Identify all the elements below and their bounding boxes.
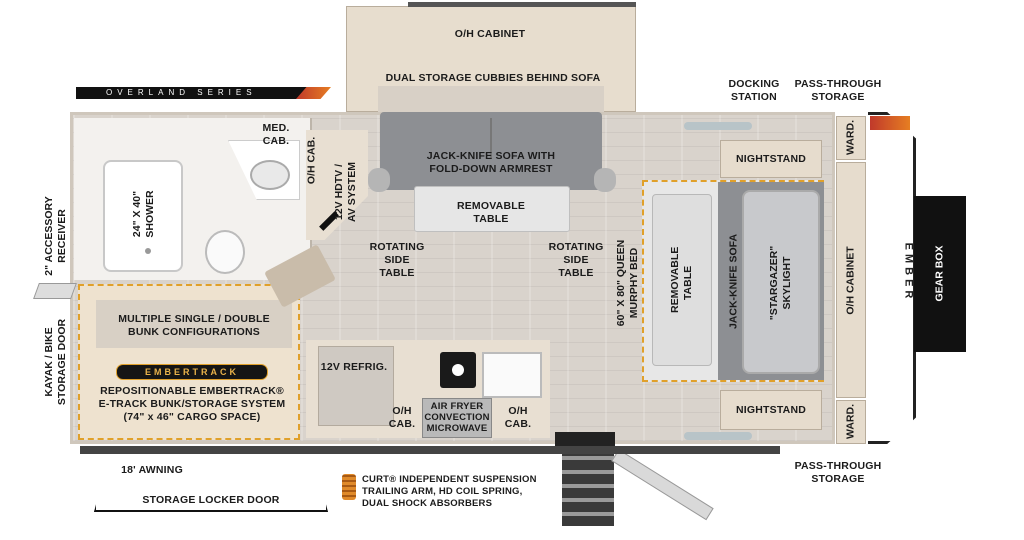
entry-steps [562, 446, 614, 526]
bunk-board [96, 300, 292, 348]
bunk-config-label: MULTIPLE SINGLE / DOUBLE BUNK CONFIGURAT… [118, 313, 270, 338]
slideout-roof-bar [408, 2, 636, 7]
pass-through-bottom-label: PASS-THROUGH STORAGE [794, 460, 882, 485]
murphy-bed-label: 60" X 80" QUEEN MURPHY BED [615, 239, 640, 327]
entry-door-swing [611, 449, 714, 521]
embertrack-logo-text: EMBERTRACK [145, 367, 239, 377]
bath-sink [250, 160, 290, 190]
oh-cab-side-label: O/H CAB. [305, 136, 318, 185]
removable-table-bed [652, 194, 712, 366]
rotating-table-right-label: ROTATING SIDE TABLE [548, 241, 604, 279]
front-cap-stripe [870, 116, 910, 130]
kitchen-sink [482, 352, 542, 398]
window-top [684, 122, 752, 130]
embertrack-badge: EMBERTRACK [116, 364, 268, 380]
removable-table-top [414, 186, 570, 232]
cooktop-burner [452, 364, 464, 376]
kayak-door-label: KAYAK / BIKE STORAGE DOOR [43, 318, 68, 406]
med-cab-label: MED. CAB. [262, 122, 290, 147]
sofa-armrest-left [368, 168, 390, 192]
skylight-label: "STARGAZER" SKYLIGHT [768, 245, 793, 321]
nightstand-top [720, 140, 822, 178]
rotating-table-left-label: ROTATING SIDE TABLE [369, 241, 425, 279]
nightstand-bottom-label: NIGHTSTAND [735, 404, 807, 416]
refrig-label: 12V REFRIG. [320, 361, 388, 373]
embertrack-desc-label: REPOSITIONABLE EMBERTRACK® E-TRACK BUNK/… [98, 385, 286, 423]
oh-cabinet-right-box [836, 162, 866, 398]
suspension-spring-icon [342, 474, 356, 500]
wardrobe-top [836, 116, 866, 160]
storage-locker-label: STORAGE LOCKER DOOR [142, 494, 280, 506]
series-banner: OVERLAND SERIES [76, 87, 321, 99]
gear-box [914, 196, 966, 352]
ward-top-label: WARD. [844, 120, 857, 155]
entry-door-frame [555, 432, 615, 446]
window-bottom [684, 432, 752, 440]
bottom-wall [80, 446, 780, 454]
removable-table-bed-label: REMOVABLE TABLE [669, 246, 694, 313]
shower-drain [145, 248, 151, 254]
nightstand-bottom [720, 390, 822, 430]
wardrobe-bottom [836, 400, 866, 444]
jackknife-sofa-top-label: JACK-KNIFE SOFA WITH FOLD-DOWN ARMREST [426, 150, 556, 175]
pass-through-top-label: PASS-THROUGH STORAGE [794, 78, 882, 103]
skylight [742, 190, 820, 374]
nightstand-top-label: NIGHTSTAND [735, 153, 807, 165]
microwave [422, 398, 492, 438]
dual-storage-label: DUAL STORAGE CUBBIES BEHIND SOFA [385, 72, 601, 84]
shower-pan [103, 160, 183, 272]
ember-logo: EMBER [902, 242, 915, 303]
gear-box-label: GEAR BOX [933, 245, 946, 302]
ward-bottom-label: WARD. [844, 404, 857, 439]
suspension-label: CURT® INDEPENDENT SUSPENSION TRAILING AR… [362, 474, 537, 509]
toilet [205, 230, 245, 274]
oh-cab-left-label: O/H CAB. [388, 405, 416, 430]
hdtv-label: 12V HDTV / AV SYSTEM [333, 162, 358, 222]
sofa-armrest-right [594, 168, 616, 192]
series-banner-text: OVERLAND SERIES [106, 88, 257, 97]
removable-table-top-label: REMOVABLE TABLE [456, 200, 526, 225]
air-fryer-label: AIR FRYER CONVECTION MICROWAVE [424, 401, 490, 434]
storage-locker-door [94, 458, 328, 512]
docking-station-label: DOCKING STATION [728, 78, 780, 103]
series-banner-stripe [296, 87, 331, 99]
awning-label: 18' AWNING [121, 464, 183, 476]
oh-cab-right-label: O/H CAB. [504, 405, 532, 430]
accessory-receiver-label: 2" ACCESSORY RECEIVER [43, 196, 68, 276]
oh-cabinet-top-label: O/H CABINET [454, 28, 526, 40]
refrigerator [318, 346, 394, 426]
oh-cabinet-right-label: O/H CABINET [844, 246, 857, 315]
jackknife-sofa-bed-label: JACK-KNIFE SOFA [727, 233, 740, 330]
sofa-cushion-divider [490, 118, 492, 158]
shower-label: 24" X 40" SHOWER [131, 190, 156, 238]
top-slideout-inner [378, 86, 604, 112]
